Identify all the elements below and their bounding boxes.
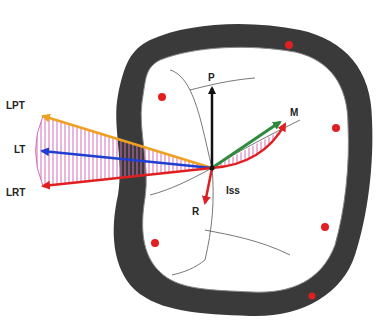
vector-label: R <box>192 207 199 217</box>
vector-label: LT <box>14 145 25 155</box>
vector-label: P <box>208 73 215 83</box>
vector-label: LRT <box>6 188 25 198</box>
vector-label: LPT <box>6 101 25 111</box>
vector-label: M <box>290 108 298 118</box>
angle-label: Iss <box>226 186 240 196</box>
